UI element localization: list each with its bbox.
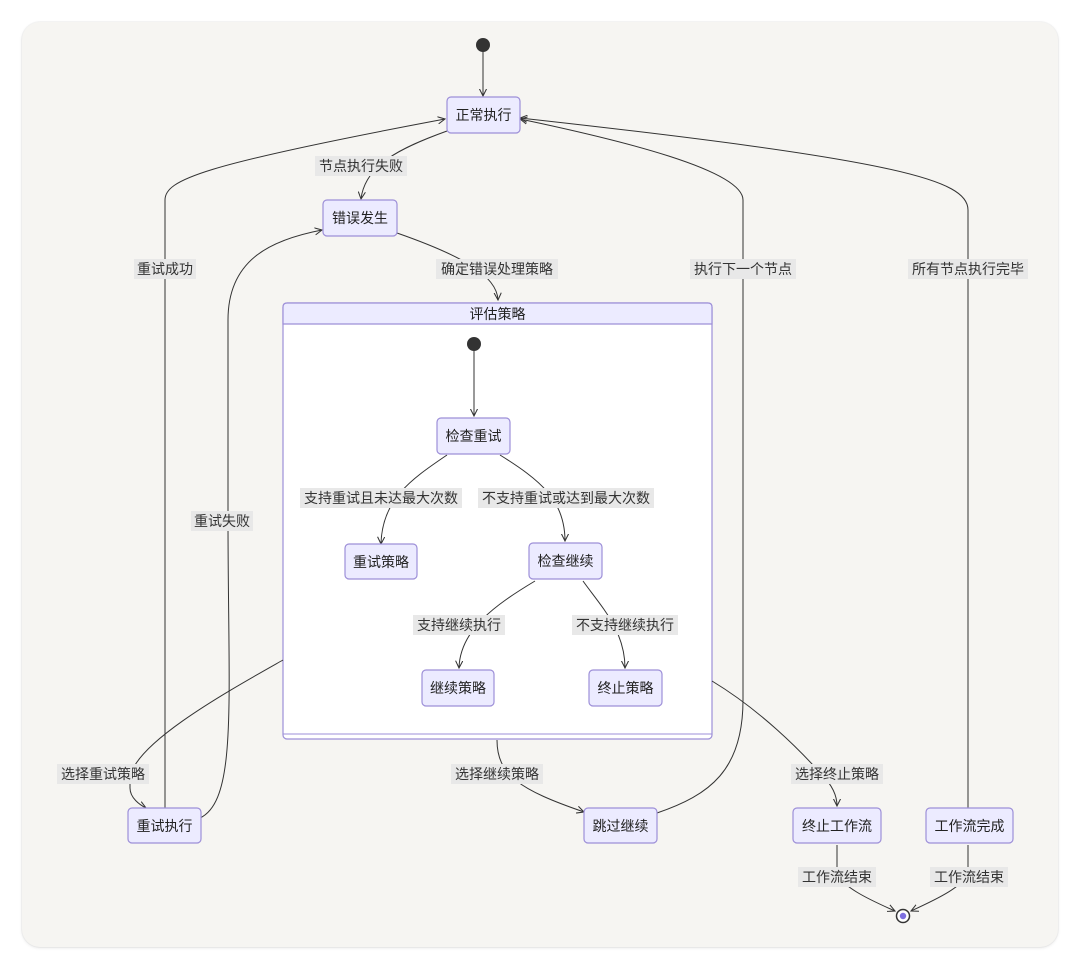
edge-label-no-continue: 不支持继续执行 [576,617,674,634]
state-normal-exec-label: 正常执行 [456,108,512,124]
edge-label-choose-continue: 选择继续策略 [455,766,539,783]
edge-choose-retry [129,659,284,808]
edge-all-done [520,118,969,808]
edge-label-no-retry: 不支持重试或达到最大次数 [482,491,650,507]
edge-label-all-done: 所有节点执行完毕 [912,262,1024,278]
state-normal-exec: 正常执行 [446,96,521,134]
edge-label-determine: 确定错误处理策略 [441,261,553,278]
state-stop-policy-label: 终止策略 [598,680,654,697]
state-error-occurred-label: 错误发生 [332,211,388,227]
edge-label-support-continue: 支持继续执行 [417,617,501,634]
edge-retry-success [164,119,445,808]
state-error-occurred: 错误发生 [322,199,398,237]
state-check-continue-label: 检查继续 [538,553,594,570]
edge-label-exec-next: 执行下一个节点 [694,262,792,278]
state-check-retry-label: 检查重试 [446,429,502,445]
composite-title: 评估策略 [470,306,526,323]
edge-label-node-fail: 节点执行失败 [319,159,403,175]
state-continue-policy: 继续策略 [421,669,495,707]
inner-start-node [467,337,481,351]
edge-label-support-retry: 支持重试且未达最大次数 [304,491,458,507]
state-terminate-workflow: 终止工作流 [792,807,882,844]
state-retry-exec-label: 重试执行 [137,819,193,835]
state-continue-policy-label: 继续策略 [430,680,486,697]
edge-label-retry-success: 重试成功 [137,262,193,278]
start-node [476,38,490,52]
state-workflow-complete-label: 工作流完成 [935,819,1005,835]
state-stop-policy: 终止策略 [588,669,663,707]
edge-label-wf-end-1: 工作流结束 [802,870,872,886]
edge-label-wf-end-2: 工作流结束 [934,870,1004,886]
edge-label-choose-retry: 选择重试策略 [61,766,145,783]
edge-label-choose-stop: 选择终止策略 [795,766,879,783]
state-skip-continue-label: 跳过继续 [593,818,649,835]
state-retry-policy: 重试策略 [344,543,418,580]
edge-retry-fail [199,230,322,819]
state-terminate-workflow-label: 终止工作流 [802,819,872,835]
edge-choose-stop [711,680,837,806]
state-retry-exec: 重试执行 [127,807,202,844]
edge-label-retry-fail: 重试失败 [194,514,250,530]
state-check-continue: 检查继续 [528,542,603,580]
edge-exec-next [520,119,744,814]
state-workflow-complete: 工作流完成 [925,807,1014,844]
state-skip-continue: 跳过继续 [583,807,658,844]
end-node [895,908,911,924]
state-retry-policy-label: 重试策略 [353,554,409,571]
state-check-retry: 检查重试 [436,417,511,455]
